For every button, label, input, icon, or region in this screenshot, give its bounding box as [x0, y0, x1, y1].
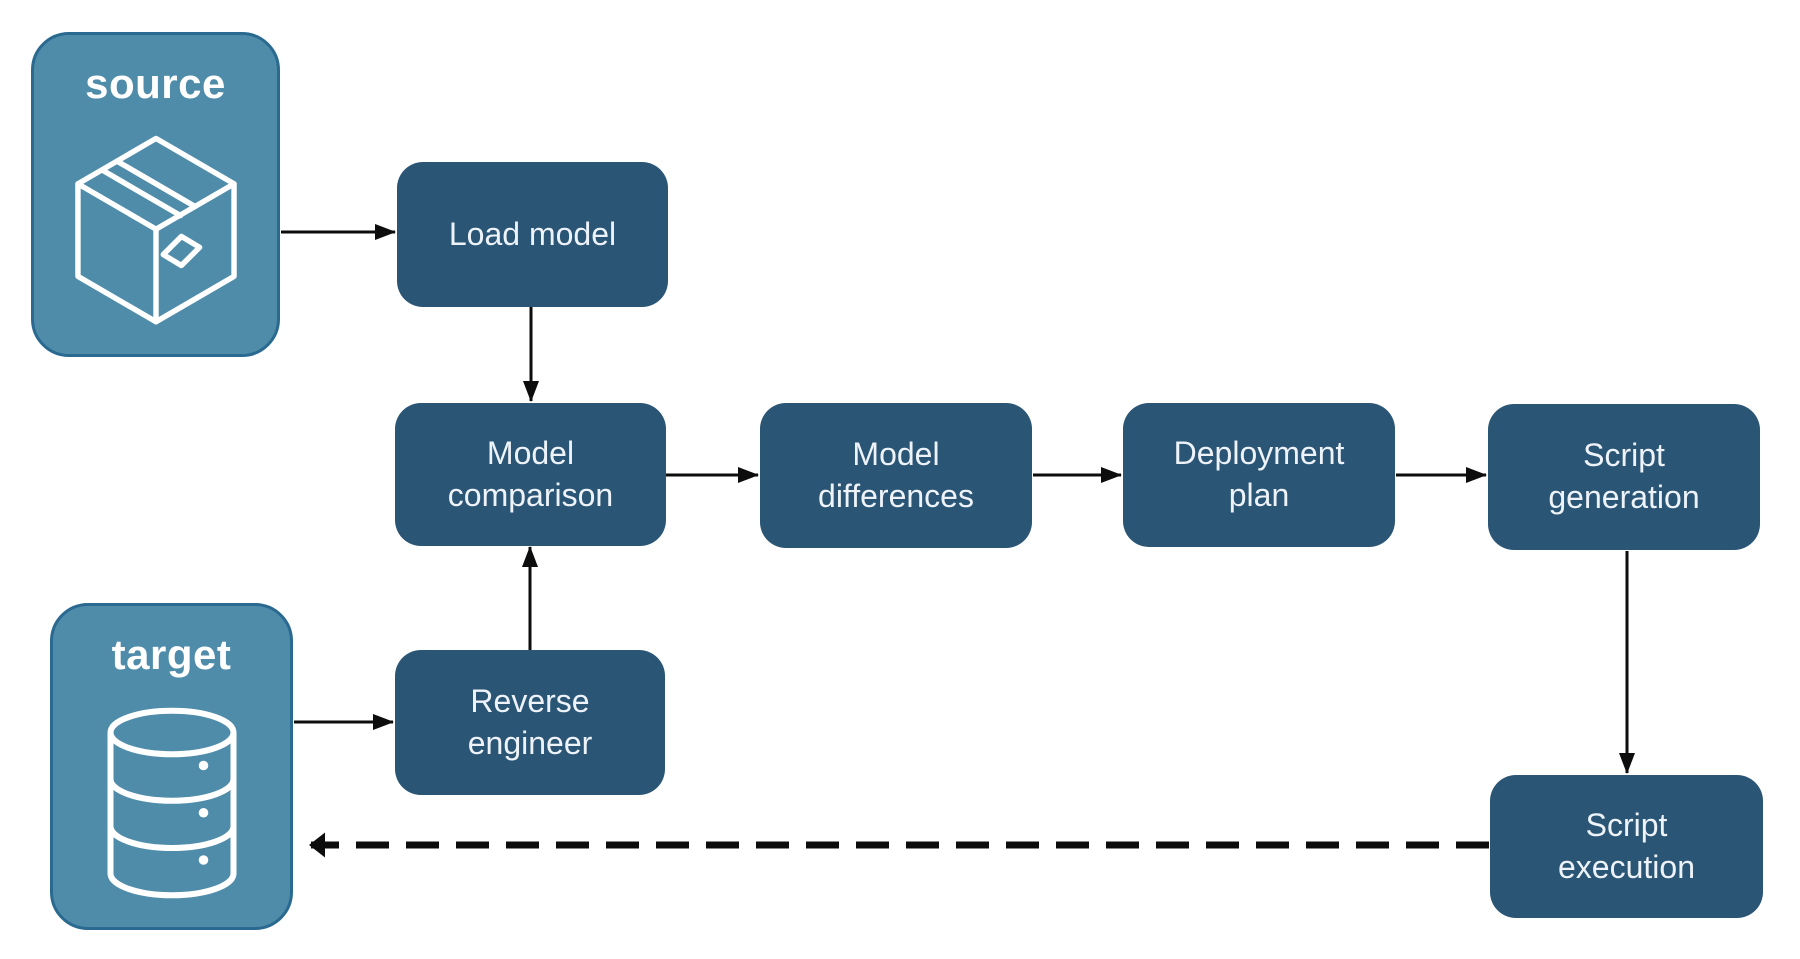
node-deployment-plan: Deployment plan: [1123, 403, 1395, 547]
node-model-comparison: Model comparison: [395, 403, 666, 546]
node-model-differences: Model differences: [760, 403, 1032, 548]
reverse-engineer-label: Reverse engineer: [467, 682, 593, 761]
model-differences-label: Model differences: [818, 435, 974, 514]
node-script-execution: Script execution: [1490, 775, 1763, 918]
node-reverse-engineer: Reverse engineer: [395, 650, 665, 795]
script-generation-label: Script generation: [1548, 437, 1700, 515]
database-icon: [107, 707, 236, 898]
target-label: target: [111, 631, 232, 678]
script-execution-label: Script execution: [1558, 806, 1695, 885]
load-model-label: Load model: [448, 215, 617, 252]
source-label: source: [85, 60, 226, 107]
node-target: target: [50, 603, 293, 930]
model-comparison-label: Model comparison: [447, 434, 614, 513]
node-script-generation: Script generation: [1488, 404, 1760, 550]
node-source: source: [31, 32, 280, 357]
package-icon: [74, 135, 237, 325]
deployment-plan-label: Deployment plan: [1173, 435, 1345, 513]
node-load-model: Load model: [397, 162, 668, 307]
